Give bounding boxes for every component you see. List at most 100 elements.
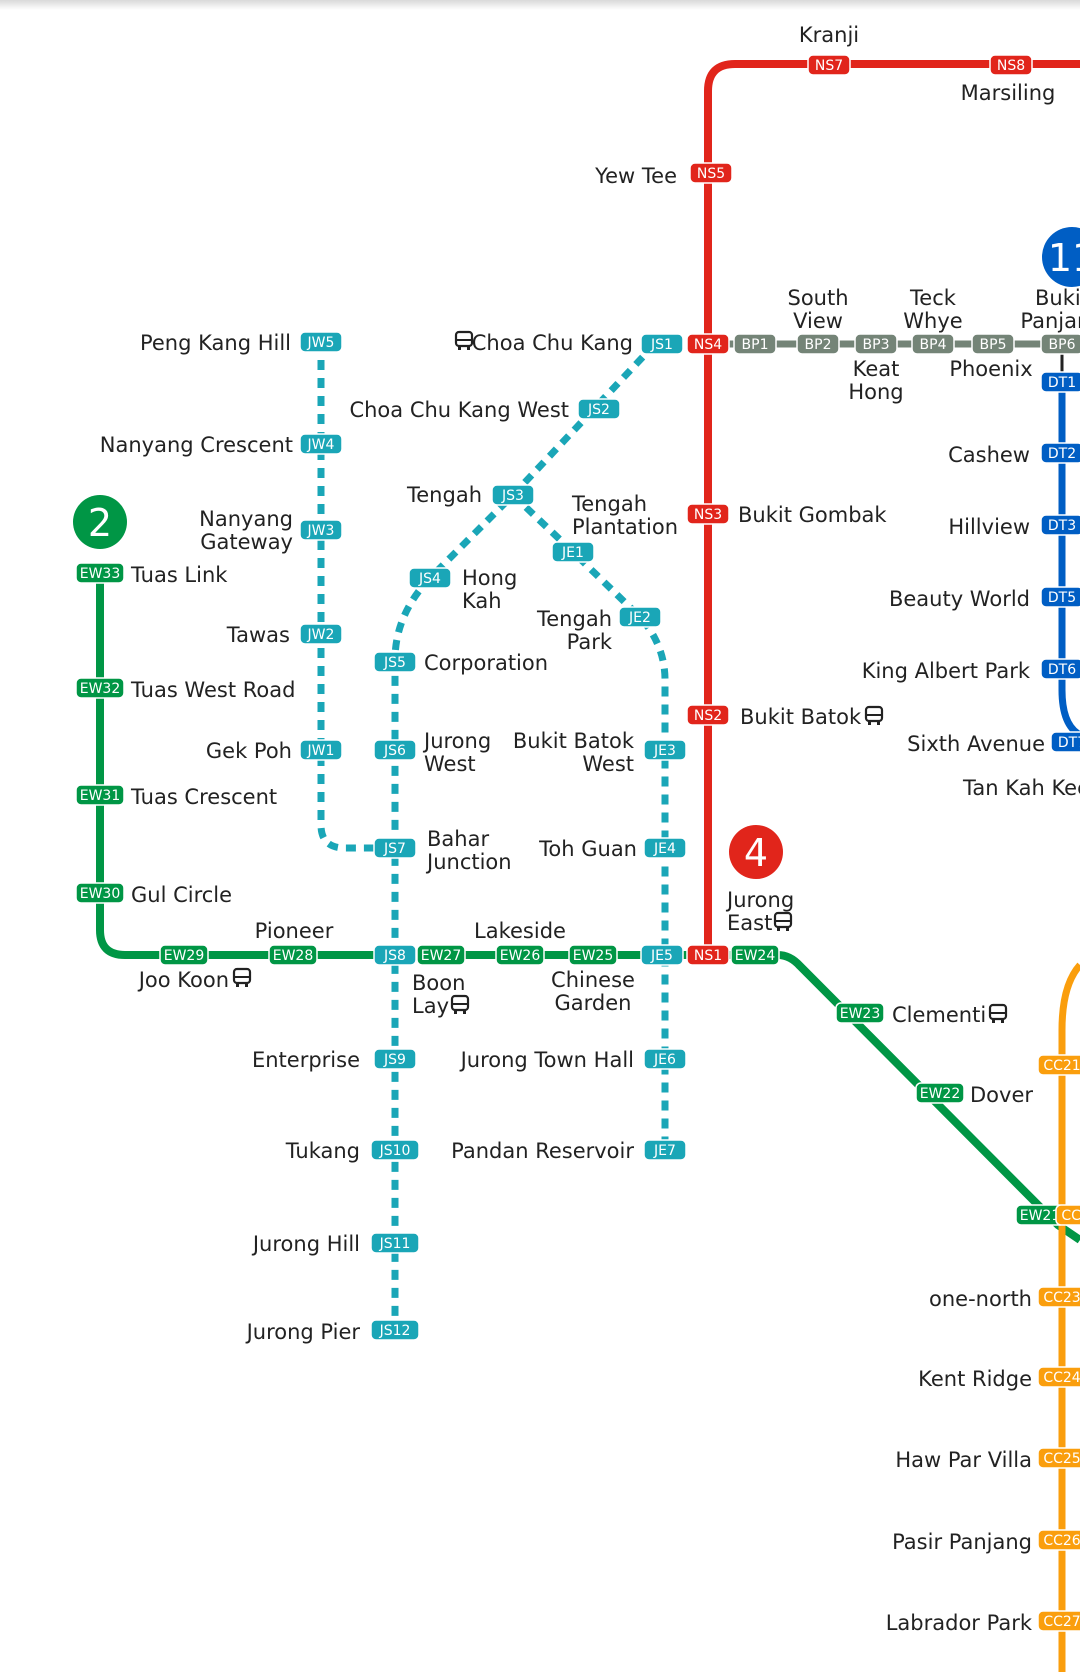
station-label-choa-chu-kang: Choa Chu Kang: [472, 331, 633, 355]
station-label-gek-poh: Gek Poh: [206, 739, 292, 763]
station-code-js8: JS8: [373, 944, 417, 966]
svg-text:4: 4: [744, 831, 768, 875]
jurong-region-line-east: [510, 492, 669, 1150]
svg-text:EW25: EW25: [573, 948, 614, 964]
svg-text:DT3: DT3: [1048, 518, 1076, 534]
station-code-dt2: DT2: [1040, 442, 1080, 464]
svg-text:NS8: NS8: [997, 58, 1025, 74]
station-code-je2: JE2: [618, 606, 662, 628]
station-code-ew26: EW26: [495, 944, 545, 966]
svg-text:JS4: JS4: [418, 571, 441, 587]
svg-text:NS7: NS7: [815, 58, 843, 74]
station-code-js6: JS6: [373, 739, 417, 761]
svg-text:CC26: CC26: [1043, 1533, 1080, 1549]
svg-text:JS12: JS12: [379, 1323, 411, 1339]
station-code-ew22: EW22: [915, 1082, 965, 1104]
station-code-dt3: DT3: [1040, 514, 1080, 536]
svg-text:CC23: CC23: [1043, 1290, 1080, 1306]
svg-text:JE7: JE7: [653, 1143, 676, 1159]
station-label-yew-tee: Yew Tee: [594, 164, 677, 188]
svg-text:NS1: NS1: [694, 948, 722, 964]
station-code-bp6: BP6: [1040, 333, 1080, 355]
line-badges: 2 4 11: [73, 227, 1080, 879]
station-code-cc22: CC22: [1055, 1204, 1080, 1226]
station-code-js10: JS10: [370, 1139, 420, 1161]
svg-text:EW27: EW27: [421, 948, 462, 964]
station-code-jw2: JW2: [299, 623, 343, 645]
station-label-nanyang-crescent: Nanyang Crescent: [100, 433, 293, 457]
station-label-dover: Dover: [970, 1083, 1033, 1107]
station-code-cc23: CC23: [1037, 1286, 1080, 1308]
svg-text:NS3: NS3: [694, 507, 722, 523]
svg-text:JS5: JS5: [383, 655, 406, 671]
station-label-sixth-avenue: Sixth Avenue: [907, 732, 1045, 756]
svg-text:NS4: NS4: [694, 337, 722, 353]
station-code-dt7: DT7: [1050, 731, 1080, 753]
svg-text:JE4: JE4: [653, 841, 676, 857]
station-label-bukit-batok: Bukit Batok: [740, 705, 862, 729]
station-code-je1: JE1: [551, 541, 595, 563]
station-label-peng-kang-hill: Peng Kang Hill: [140, 331, 291, 355]
svg-text:DT7: DT7: [1058, 735, 1080, 751]
svg-text:11: 11: [1048, 236, 1080, 280]
bus-interchange-icons: [232, 330, 1008, 1023]
joo-koon-bus-icon: [232, 967, 252, 987]
svg-text:EW21: EW21: [1020, 1208, 1061, 1224]
svg-text:JW5: JW5: [307, 335, 335, 351]
station-code-ew25: EW25: [568, 944, 618, 966]
station-code-ew32: EW32: [75, 677, 125, 699]
station-label-tengah: Tengah: [406, 483, 482, 507]
station-label-tuas-link: Tuas Link: [130, 563, 228, 587]
ew-line-badge: 2: [73, 495, 127, 549]
station-code-jw3: JW3: [299, 519, 343, 541]
station-code-je6: JE6: [643, 1048, 687, 1070]
top-shadow: [0, 0, 1080, 10]
station-code-cc27: CC27: [1037, 1610, 1080, 1632]
svg-text:CC22: CC22: [1061, 1208, 1080, 1224]
svg-text:JE5: JE5: [650, 948, 673, 964]
station-code-dt1: DT1: [1040, 371, 1080, 393]
station-code-bp3: BP3: [854, 333, 898, 355]
jurong-east-bus-icon: [773, 911, 793, 931]
station-code-je4: JE4: [643, 837, 687, 859]
station-code-dt5: DT5: [1040, 586, 1080, 608]
station-code-cc26: CC26: [1037, 1529, 1080, 1551]
station-code-jw5: JW5: [299, 331, 343, 353]
station-code-ew28: EW28: [268, 944, 318, 966]
station-label-pasir-panjang: Pasir Panjang: [892, 1530, 1032, 1554]
boon-lay-bus-icon: [450, 994, 470, 1014]
station-label-gul-circle: Gul Circle: [131, 883, 232, 907]
station-label-phoenix: Phoenix: [949, 357, 1032, 381]
svg-text:CC27: CC27: [1043, 1614, 1080, 1630]
svg-text:JS3: JS3: [501, 488, 524, 504]
station-code-ns3: NS3: [686, 503, 730, 525]
bukit-batok-bus-icon: [864, 705, 884, 725]
station-code-dt6: DT6: [1040, 658, 1080, 680]
svg-text:BP5: BP5: [980, 337, 1007, 353]
station-code-js12: JS12: [370, 1319, 420, 1341]
station-label-clementi: Clementi: [892, 1003, 986, 1027]
svg-text:BP2: BP2: [805, 337, 832, 353]
station-label-hillview: Hillview: [948, 515, 1030, 539]
station-code-ew27: EW27: [416, 944, 466, 966]
station-label-one-north: one-north: [929, 1287, 1032, 1311]
svg-text:BP1: BP1: [742, 337, 769, 353]
svg-text:JE1: JE1: [561, 545, 584, 561]
svg-text:EW30: EW30: [80, 886, 121, 902]
station-code-ns7: NS7: [807, 54, 851, 76]
station-code-js3: JS3: [491, 484, 535, 506]
svg-text:NS2: NS2: [694, 708, 722, 724]
station-code-cc25: CC25: [1037, 1447, 1080, 1469]
station-label-kent-ridge: Kent Ridge: [918, 1367, 1032, 1391]
station-label-enterprise: Enterprise: [252, 1048, 360, 1072]
dt-line-badge: 11: [1042, 227, 1080, 287]
clementi-bus-icon: [988, 1003, 1008, 1023]
